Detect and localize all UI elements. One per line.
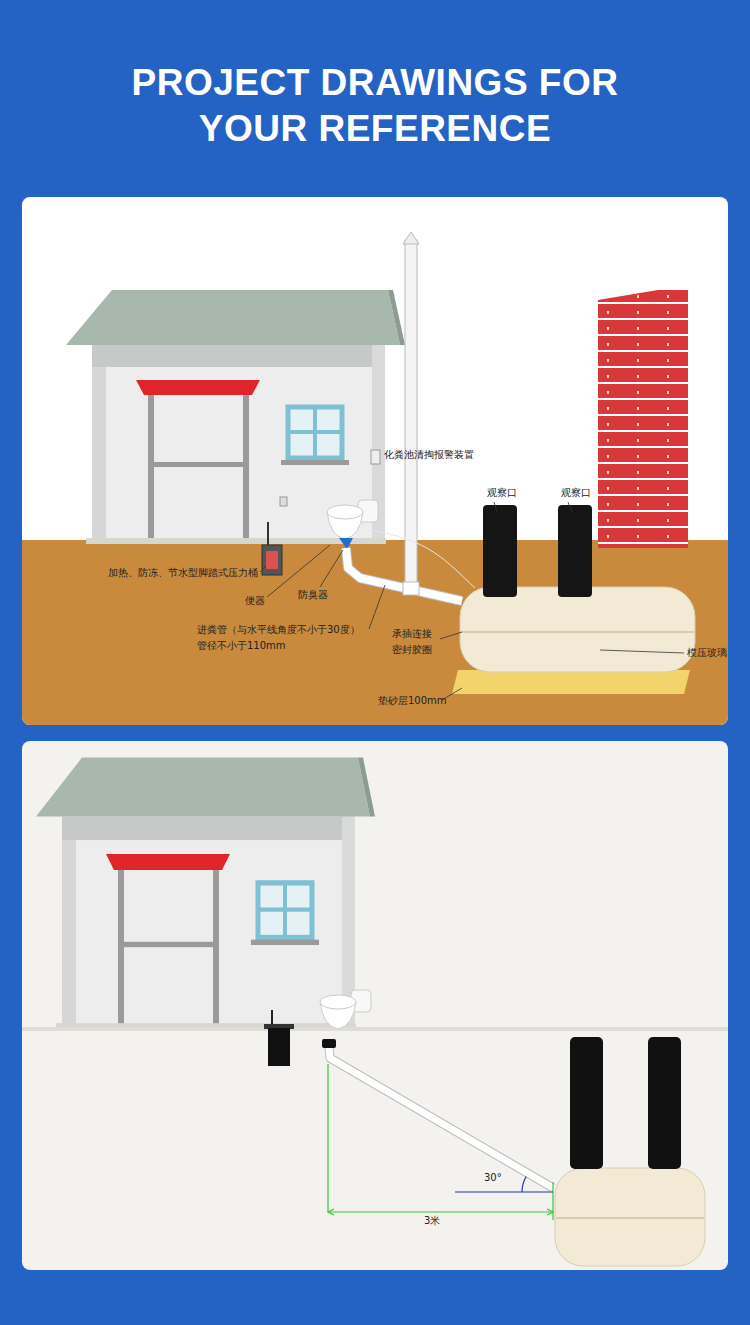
brick-wall xyxy=(598,290,688,548)
panel xyxy=(22,197,728,725)
toilet xyxy=(320,990,371,1029)
part-label: 管径不小于110mm xyxy=(197,640,286,652)
leader-lines xyxy=(568,502,572,512)
leader-lines xyxy=(260,502,684,700)
ground xyxy=(22,540,728,725)
ground-line xyxy=(22,1027,728,1031)
wall-top xyxy=(598,285,688,300)
page-title: PROJECT DRAWINGS FOR YOUR REFERENCE xyxy=(75,60,675,152)
observation-port xyxy=(570,1037,603,1169)
toilet xyxy=(327,500,378,539)
inlet-pipe xyxy=(346,548,462,601)
title-box: PROJECT DRAWINGS FOR YOUR REFERENCE xyxy=(75,60,675,152)
pressure-bucket xyxy=(268,1028,290,1066)
angle-arc xyxy=(522,1177,526,1193)
septic-tank xyxy=(555,1168,705,1266)
part-label: 观察口 xyxy=(561,487,591,499)
observation-port xyxy=(648,1037,681,1169)
tank-seam xyxy=(556,1217,704,1219)
pipe-joint xyxy=(403,582,419,595)
pressure-bucket xyxy=(262,545,282,575)
part-label: 观察口 xyxy=(487,487,517,499)
part-label: 模压玻璃 xyxy=(687,647,727,659)
inlet-pipe xyxy=(346,548,462,601)
tank-seam xyxy=(461,631,694,633)
vent-tip xyxy=(403,232,419,244)
septic-tank xyxy=(460,587,695,672)
leader-lines xyxy=(369,585,385,629)
part-label: 密封胶圈 xyxy=(392,644,432,656)
house xyxy=(36,758,375,1030)
leader-lines xyxy=(600,650,684,653)
sand-layer xyxy=(452,670,690,694)
bucket-handle xyxy=(271,1010,273,1026)
wall-socket xyxy=(280,497,287,506)
leader-lines xyxy=(440,632,462,639)
part-label: 3米 xyxy=(424,1215,440,1227)
inlet-pipe xyxy=(329,1046,553,1188)
part-label: 垫砂层100mm xyxy=(378,695,447,707)
odor-trap xyxy=(339,538,353,549)
leader-lines xyxy=(260,566,266,572)
inlet-pipe xyxy=(329,1046,553,1188)
panel xyxy=(22,741,728,1270)
observation-port xyxy=(558,505,592,597)
horizontal-reference xyxy=(455,1191,553,1192)
observation-port xyxy=(483,505,517,597)
part-label: 便器 xyxy=(245,595,265,607)
part-label: 30° xyxy=(484,1172,502,1184)
panel-two-art xyxy=(22,758,728,1266)
leader-lines xyxy=(320,550,343,587)
part-label: 化粪池清掏报警装置 xyxy=(384,449,474,461)
part-label: 加热、防冻、节水型脚踏式压力桶 xyxy=(108,567,258,579)
panel-one-art xyxy=(22,232,728,725)
dimension-line xyxy=(328,1064,553,1220)
leader-lines xyxy=(494,502,497,512)
pipe-elbow xyxy=(322,1039,336,1048)
part-label: 进粪管（与水平线角度不小于30度） xyxy=(197,624,360,636)
part-label: 承插连接 xyxy=(392,628,432,640)
bucket-heater xyxy=(266,551,278,569)
alarm-device xyxy=(371,450,380,464)
dimension-arrow xyxy=(328,1209,553,1215)
vent-pipe xyxy=(405,240,417,590)
bucket-handle xyxy=(267,522,269,545)
house xyxy=(66,290,405,544)
part-label: 防臭器 xyxy=(298,589,328,601)
